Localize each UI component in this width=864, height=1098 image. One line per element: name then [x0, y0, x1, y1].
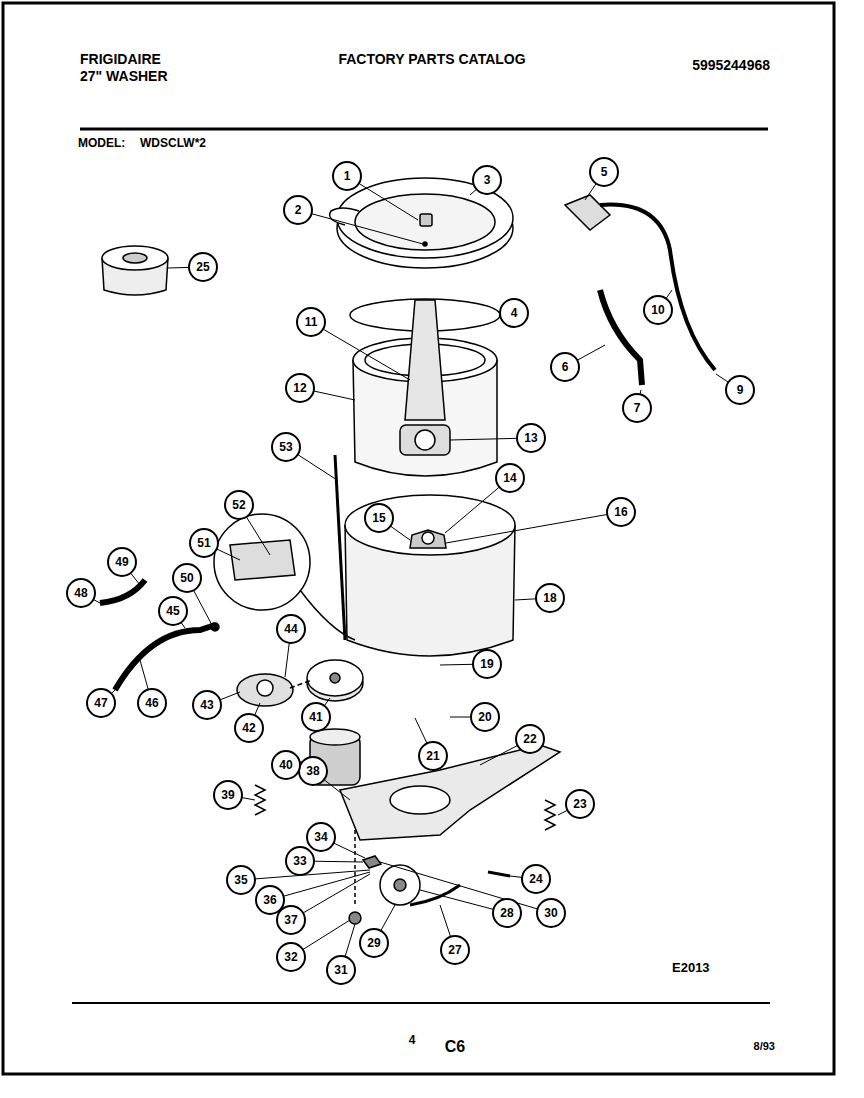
callout-number: 28: [492, 898, 522, 928]
callout-number: 41: [301, 702, 331, 732]
callout-number: 7: [622, 393, 652, 423]
detail-circle: [214, 514, 310, 610]
catalog-title: FACTORY PARTS CATALOG: [338, 52, 525, 66]
header-text: MODEL:: [78, 137, 125, 149]
callout-number: 21: [418, 741, 448, 771]
basket: [353, 300, 497, 476]
callout-number: 30: [536, 898, 566, 928]
callout-number: 13: [516, 423, 546, 453]
outer-tub: [345, 495, 515, 656]
callout-number: 53: [271, 432, 301, 462]
callout-number: 20: [470, 702, 500, 732]
header-text: FRIGIDAIRE: [80, 52, 161, 66]
inlet: [565, 195, 610, 230]
callout-number: 11: [296, 307, 326, 337]
callout-number: 51: [189, 528, 219, 558]
callout-number: 9: [725, 375, 755, 405]
callout-number: 35: [226, 865, 256, 895]
callout-number: 37: [276, 905, 306, 935]
callout-number: 42: [234, 713, 264, 743]
callout-number: 33: [285, 846, 315, 876]
spring: [545, 800, 555, 830]
callout-number: 44: [276, 614, 306, 644]
belt: [410, 885, 460, 905]
page-border: [3, 3, 834, 1074]
callout-number: 32: [276, 942, 306, 972]
callout-number: 2: [283, 195, 313, 225]
detail-wire: [300, 590, 355, 640]
callout-number: 15: [364, 503, 394, 533]
callout-number: 1: [332, 161, 362, 191]
callout-number: 25: [188, 252, 218, 282]
callout-number: 23: [565, 789, 595, 819]
callout-number: 52: [224, 490, 254, 520]
footer-rule: [72, 1002, 770, 1004]
footer-text: 4: [409, 1034, 416, 1046]
belt-line: [290, 680, 312, 688]
callout-number: 18: [535, 583, 565, 613]
footer-text: 8/93: [754, 1041, 775, 1052]
callout-number: 50: [172, 563, 202, 593]
clip: [363, 856, 381, 868]
fill-hose: [600, 205, 715, 370]
callout-number: 43: [192, 690, 222, 720]
callout-number: 34: [306, 822, 336, 852]
hose: [115, 625, 215, 690]
callout-number: 49: [107, 547, 137, 577]
leader-lines: [81, 172, 740, 970]
rod: [335, 455, 345, 640]
callout-number: 47: [86, 688, 116, 718]
callout-number: 3: [472, 165, 502, 195]
callout-number: 31: [326, 955, 356, 985]
header-rule: [80, 128, 768, 131]
base-plate: [340, 745, 560, 840]
header-text: WDSCLW*2: [140, 137, 206, 149]
softener-dispenser: [102, 246, 168, 295]
callout-number: 14: [495, 463, 525, 493]
callout-number: 12: [285, 373, 315, 403]
footer-text: E2013: [672, 961, 710, 974]
callout-number: 29: [359, 928, 389, 958]
base-hub: [390, 786, 450, 814]
callout-number: 5: [589, 157, 619, 187]
callout-number: 10: [643, 295, 673, 325]
callout-number: 46: [137, 688, 167, 718]
callout-number: 4: [499, 298, 529, 328]
callout-number: 22: [515, 724, 545, 754]
callout-number: 27: [440, 935, 470, 965]
header-text: 5995244968: [692, 58, 770, 72]
axis-line: [354, 830, 356, 905]
bolt: [488, 872, 510, 876]
callout-number: 45: [158, 596, 188, 626]
hose: [600, 290, 642, 385]
spring: [255, 785, 265, 815]
callout-number: 24: [521, 864, 551, 894]
pulley: [307, 660, 363, 701]
pump: [237, 674, 293, 706]
pulley-lower: [380, 865, 420, 905]
footer-text: C6: [445, 1039, 465, 1055]
callout-number: 40: [271, 750, 301, 780]
nut: [349, 912, 361, 924]
callout-number: 38: [298, 756, 328, 786]
header-text: 27" WASHER: [80, 69, 168, 83]
callout-number: 39: [213, 780, 243, 810]
callout-number: 6: [550, 352, 580, 382]
callout-number: 19: [472, 649, 502, 679]
callout-number: 16: [606, 497, 636, 527]
callout-number: 48: [66, 578, 96, 608]
